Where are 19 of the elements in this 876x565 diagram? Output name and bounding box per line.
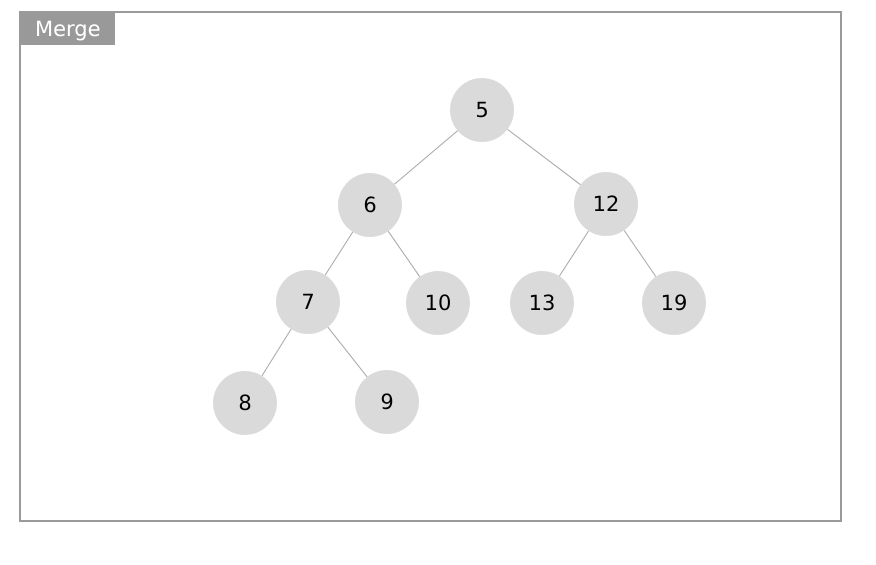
tree-node-circle: 6 — [338, 173, 402, 237]
frame-panel — [19, 11, 842, 522]
tree-node-circle: 19 — [642, 271, 706, 335]
connector-line — [624, 230, 656, 278]
tree-node-circle: 8 — [213, 371, 277, 435]
connector-line — [394, 130, 458, 185]
tree-node-circle: 9 — [355, 370, 419, 434]
tree-node-circle: 10 — [406, 271, 470, 335]
connector-line — [507, 128, 581, 186]
tree-node-circle: 12 — [574, 172, 638, 236]
connector-line — [261, 328, 292, 376]
connector-line — [388, 230, 420, 278]
tree-node-circle: 5 — [450, 78, 514, 142]
tree-node-circle: 7 — [276, 270, 340, 334]
connector-line — [327, 326, 368, 378]
frame-title-tab: Merge — [21, 13, 115, 45]
tree-node-circle: 13 — [510, 271, 574, 335]
connector-line — [324, 231, 354, 276]
connector-line — [558, 230, 590, 277]
